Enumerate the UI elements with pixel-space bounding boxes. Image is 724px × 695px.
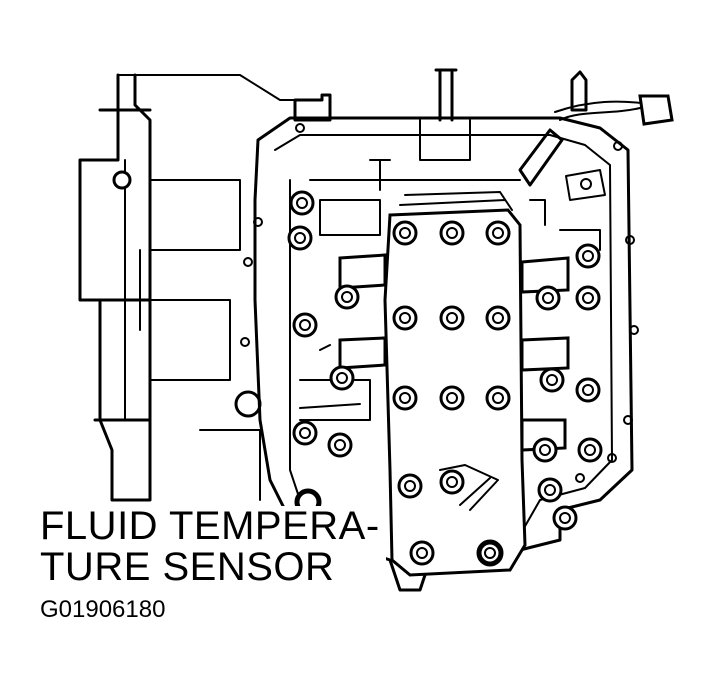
case-hole [112,170,132,190]
transmission-case [78,73,301,502]
valve-body-plate [383,191,527,577]
sensor-connector [638,94,674,126]
callout-line-2: TURE SENSOR [40,545,335,589]
solenoids [299,199,570,452]
gasket-holes [240,123,639,483]
figure-code: G01906180 [40,596,166,623]
top-fittings [293,68,674,201]
callout-label: FLUID TEMPERA- TURE SENSOR [40,506,386,590]
callout-line-1: FLUID TEMPERA- [40,504,380,548]
valve-body-bolts [392,220,511,567]
misc-details [299,199,601,511]
case-hole [234,390,262,418]
temperature-sensor [518,128,564,187]
outer-bolts [287,190,603,531]
